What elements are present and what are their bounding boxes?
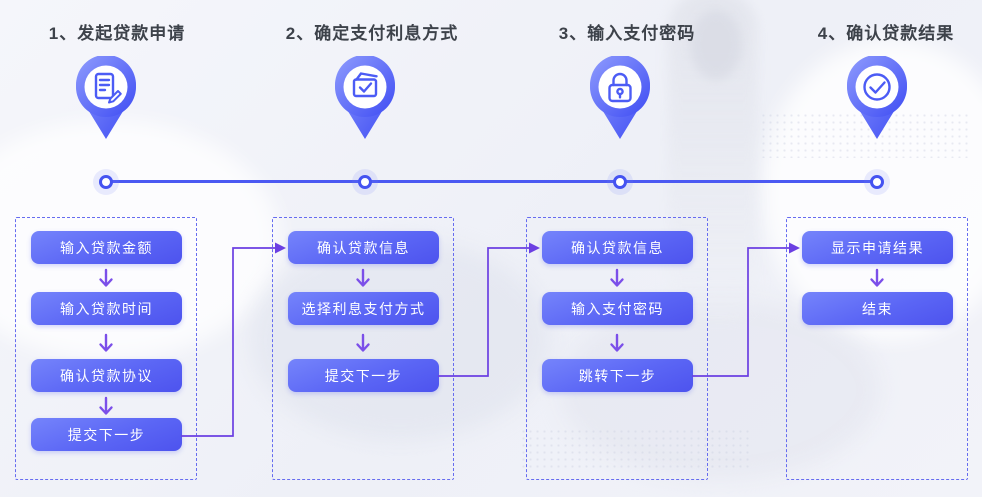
down-arrow-icon (99, 396, 113, 415)
step-button-1-2: 输入贷款时间 (31, 292, 182, 325)
timeline-node-2 (352, 169, 378, 195)
step-button-2-3: 提交下一步 (288, 359, 439, 392)
timeline-node-1 (93, 169, 119, 195)
step-button-4-2: 结束 (802, 292, 953, 325)
chess-piece-photo (690, 10, 742, 80)
stage-title-2: 2、确定支付利息方式 (285, 24, 459, 43)
step-button-4-1: 显示申请结果 (802, 231, 953, 264)
stage-title-1: 1、发起贷款申请 (48, 24, 186, 43)
envelope-check-icon (335, 56, 395, 139)
stage-pin-4 (845, 56, 909, 140)
lock-icon (590, 56, 650, 139)
step-button-1-1: 输入贷款金额 (31, 231, 182, 264)
stage-steps-box-1: 输入贷款金额 输入贷款时间 确认贷款协议 提交下一步 (15, 217, 197, 480)
stage-pin-1 (74, 56, 138, 140)
timeline-node-4 (864, 169, 890, 195)
down-arrow-icon (870, 268, 884, 287)
timeline-node-ring (358, 175, 372, 189)
check-circle-icon (847, 56, 907, 139)
stage-pin-2 (333, 56, 397, 140)
step-button-2-1: 确认贷款信息 (288, 231, 439, 264)
stage-pin-3 (588, 56, 652, 140)
down-arrow-icon (356, 268, 370, 287)
step-button-1-4: 提交下一步 (31, 418, 182, 451)
step-button-3-3: 跳转下一步 (542, 359, 693, 392)
timeline-node-ring (99, 175, 113, 189)
step-button-1-3: 确认贷款协议 (31, 359, 182, 392)
document-edit-icon (76, 56, 136, 139)
timeline-line (106, 180, 877, 183)
timeline-node-ring (870, 175, 884, 189)
stage-steps-box-3: 确认贷款信息 输入支付密码 跳转下一步 (526, 217, 708, 480)
down-arrow-icon (99, 268, 113, 287)
down-arrow-icon (610, 333, 624, 352)
down-arrow-icon (610, 268, 624, 287)
timeline-node-ring (613, 175, 627, 189)
step-button-2-2: 选择利息支付方式 (288, 292, 439, 325)
down-arrow-icon (99, 333, 113, 352)
step-button-3-1: 确认贷款信息 (542, 231, 693, 264)
stage-title-4: 4、确认贷款结果 (817, 24, 955, 43)
stage-title-3: 3、输入支付密码 (558, 24, 696, 43)
down-arrow-icon (356, 333, 370, 352)
step-button-3-2: 输入支付密码 (542, 292, 693, 325)
stage-steps-box-4: 显示申请结果 结束 (786, 217, 968, 480)
stage-steps-box-2: 确认贷款信息 选择利息支付方式 提交下一步 (272, 217, 454, 480)
timeline-node-3 (607, 169, 633, 195)
